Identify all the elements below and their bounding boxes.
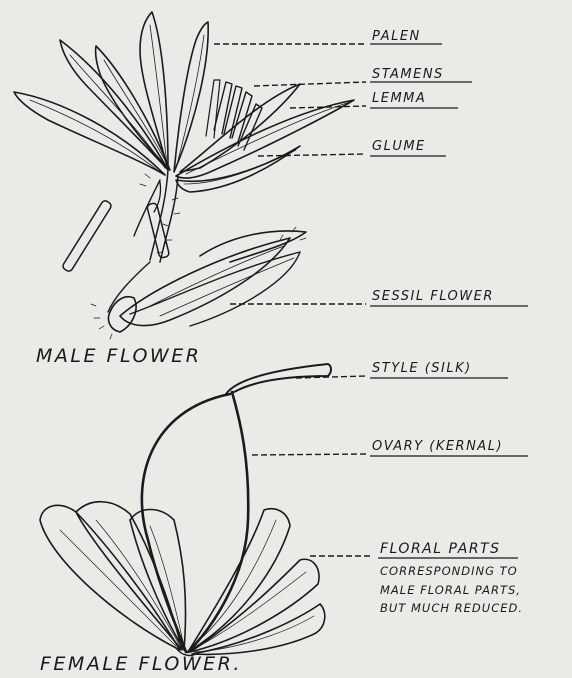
male-pedicel (150, 170, 178, 262)
female-labels: STYLE (SILK) OVARY (KERNAL) FLORAL PARTS… (40, 361, 528, 675)
ovary-label: OVARY (KERNAL) (372, 439, 503, 454)
floral-parts-label: FLORAL PARTS (380, 541, 500, 557)
ovary (142, 392, 248, 652)
floral-note-1: CORRESPONDING TO (380, 564, 518, 578)
floral-note-3: BUT MUCH REDUCED. (380, 601, 523, 615)
style-silk (226, 364, 331, 394)
style-label: STYLE (SILK) (372, 361, 472, 376)
palen-label: PALEN (372, 29, 421, 44)
glume-leader (258, 154, 366, 156)
floral-parts (40, 502, 325, 656)
male-flower-drawing (14, 12, 354, 339)
lemma-label: LEMMA (372, 91, 426, 106)
sessile-flower-drawing (91, 227, 306, 339)
stamens-label: STAMENS (372, 67, 444, 82)
stamens-bundle (206, 80, 262, 150)
floral-note-2: MALE FLORAL PARTS, (380, 583, 521, 597)
male-flower-title: MALE FLOWER (36, 345, 201, 367)
female-flower-title: FEMALE FLOWER. (40, 653, 242, 675)
glume-label: GLUME (372, 139, 426, 154)
hanging-anthers (62, 180, 170, 273)
lemma-leader (290, 106, 366, 108)
male-labels: PALEN STAMENS LEMMA GLUME SESSIL FLOWER … (36, 29, 528, 367)
ovary-leader (252, 454, 366, 455)
female-flower-drawing (40, 364, 331, 655)
glume-left-outer (14, 92, 165, 175)
stamens-leader (254, 82, 366, 86)
sessil-flower-label: SESSIL FLOWER (372, 289, 494, 304)
